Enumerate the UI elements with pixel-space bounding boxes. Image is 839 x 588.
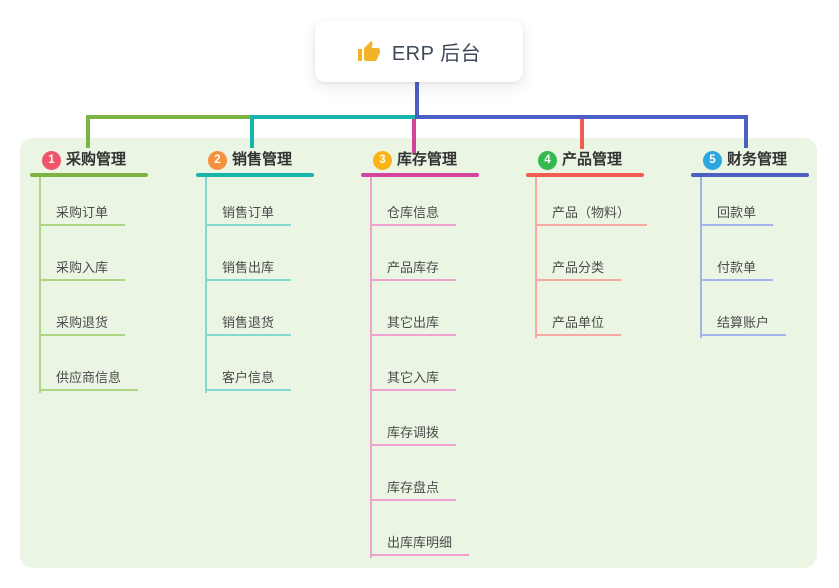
topic-node[interactable]: 库存调拨 (370, 420, 457, 446)
branch-node-销售管理[interactable]: 销售管理 (232, 151, 293, 168)
branch-underline (361, 173, 479, 177)
connector-horizontal-财务管理 (415, 115, 748, 119)
connector-drop-采购管理 (86, 115, 90, 148)
topic-node[interactable]: 付款单 (700, 255, 774, 281)
branch-number-badge: 5 (703, 151, 722, 170)
root-node[interactable]: ERP 后台 (315, 21, 523, 82)
root-label: ERP 后台 (391, 43, 482, 65)
branch-node-财务管理[interactable]: 财务管理 (727, 151, 788, 168)
branch-underline (196, 173, 314, 177)
branch-connector-vline (205, 177, 207, 393)
topic-node[interactable]: 采购入库 (39, 255, 126, 281)
branch-number-badge: 3 (373, 151, 392, 170)
connector-drop-销售管理 (250, 115, 254, 148)
topic-node[interactable]: 产品（物料） (535, 200, 648, 226)
branch-number-badge: 1 (42, 151, 61, 170)
branch-connector-vline (700, 177, 702, 338)
connector-horizontal-销售管理 (250, 115, 416, 119)
topic-node[interactable]: 回款单 (700, 200, 774, 226)
connector-drop-产品管理 (580, 115, 584, 149)
topic-node[interactable]: 库存盘点 (370, 475, 457, 501)
branch-number-badge: 4 (538, 151, 557, 170)
topic-node[interactable]: 采购退货 (39, 310, 126, 336)
topic-node[interactable]: 产品分类 (535, 255, 622, 281)
branch-number-badge: 2 (208, 151, 227, 170)
topic-node[interactable]: 采购订单 (39, 200, 126, 226)
branches-panel (20, 138, 817, 568)
branch-connector-vline (535, 177, 537, 338)
topic-node[interactable]: 产品库存 (370, 255, 457, 281)
topic-node[interactable]: 其它入库 (370, 365, 457, 391)
thumbs-up-icon (357, 40, 381, 64)
branch-node-库存管理[interactable]: 库存管理 (397, 151, 458, 168)
connector-horizontal-采购管理 (86, 115, 254, 119)
topic-node[interactable]: 其它出库 (370, 310, 457, 336)
topic-node[interactable]: 客户信息 (205, 365, 292, 391)
topic-node[interactable]: 供应商信息 (39, 365, 139, 391)
thumbs-up-icon-svg (357, 40, 380, 61)
branch-underline (30, 173, 148, 177)
branch-node-采购管理[interactable]: 采购管理 (66, 151, 127, 168)
topic-node[interactable]: 销售出库 (205, 255, 292, 281)
branch-connector-vline (39, 177, 41, 393)
branch-connector-vline (370, 177, 372, 558)
topic-node[interactable]: 销售订单 (205, 200, 292, 226)
topic-node[interactable]: 仓库信息 (370, 200, 457, 226)
connector-drop-财务管理 (744, 115, 748, 148)
topic-node[interactable]: 产品单位 (535, 310, 622, 336)
branch-underline (691, 173, 809, 177)
connector-trunk (415, 82, 419, 119)
topic-node[interactable]: 结算账户 (700, 310, 787, 336)
topic-node[interactable]: 销售退货 (205, 310, 292, 336)
topic-node[interactable]: 出库库明细 (370, 530, 470, 556)
branch-underline (526, 173, 644, 177)
branch-node-产品管理[interactable]: 产品管理 (562, 151, 623, 168)
connector-drop-库存管理 (412, 115, 416, 153)
